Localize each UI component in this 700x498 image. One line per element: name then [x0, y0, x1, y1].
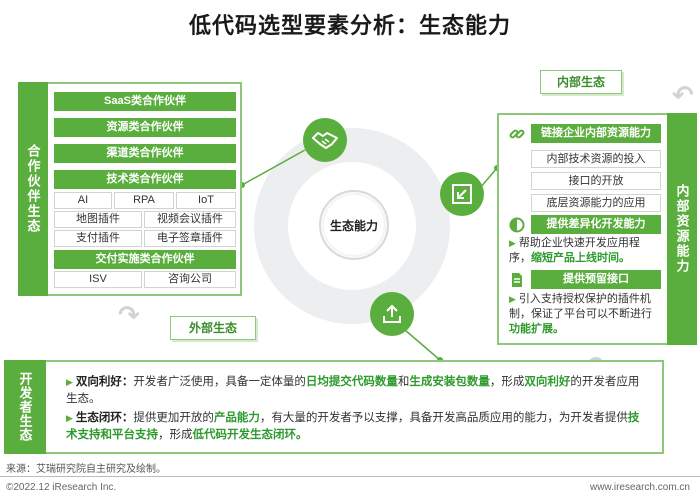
delivery-item: ISV	[54, 271, 142, 288]
tech-item: 视频会议插件	[144, 211, 236, 228]
internal-resource-band: 内部资源能力	[667, 113, 697, 345]
link-icon	[507, 124, 527, 143]
external-ecosystem-tag: 外部生态	[170, 316, 256, 340]
differentiation-text: ▶帮助企业快速开发应用程序，缩短产品上线时间。	[509, 237, 640, 264]
partner-ecosystem-band: 合作伙伴生态	[18, 82, 48, 296]
bullet-icon: ▶	[66, 413, 73, 423]
source-note: 来源：艾瑞研究院自主研究及绘制。	[6, 464, 166, 475]
category-channel: 渠道类合作伙伴	[54, 144, 236, 163]
contrast-icon	[507, 215, 527, 234]
reserved-interface-text: ▶引入支持授权保护的插件机制，保证了平台可以不断进行功能扩展。	[509, 293, 652, 335]
mutual-benefit-text: ▶双向利好：开发者广泛使用，具备一定体量的日均提交代码数量和生成安装包数量，形成…	[66, 376, 640, 405]
tech-item: 地图插件	[54, 211, 142, 228]
tech-item: IoT	[176, 192, 236, 209]
internal-ecosystem-tag: 内部生态	[540, 70, 622, 94]
ecosystem-loop-text: ▶生态闭环：提供更加开放的产品能力，有大量的开发者予以支撑，具备开发高品质应用的…	[66, 412, 640, 441]
page-title: 低代码选型要素分析：生态能力	[188, 13, 511, 38]
curved-arrow-icon: ↶	[672, 80, 694, 110]
bullet-icon: ▶	[509, 238, 516, 248]
category-saas: SaaS类合作伙伴	[54, 92, 236, 111]
tech-item: 支付插件	[54, 230, 142, 247]
category-resource: 资源类合作伙伴	[54, 118, 236, 137]
footer-divider	[0, 476, 700, 477]
link-resources-header: 链接企业内部资源能力	[531, 124, 661, 143]
tech-item: RPA	[114, 192, 174, 209]
category-delivery: 交付实施类合作伙伴	[54, 250, 236, 269]
delivery-item: 咨询公司	[144, 271, 236, 288]
document-icon	[507, 270, 527, 289]
resource-item: 内部技术资源的投入	[531, 150, 661, 168]
resource-item: 底层资源能力的应用	[531, 194, 661, 212]
developer-ecosystem-band: 开发者生态	[4, 360, 46, 454]
category-tech: 技术类合作伙伴	[54, 170, 236, 189]
reserved-interface-header: 提供预留接口	[531, 270, 661, 289]
center-label: 生态能力	[329, 218, 378, 233]
footer-url: www.iresearch.com.cn	[589, 482, 690, 493]
tech-item: 电子签章插件	[144, 230, 236, 247]
upload-icon	[370, 292, 414, 336]
bullet-icon: ▶	[509, 294, 516, 304]
differentiation-header: 提供差异化开发能力	[531, 215, 661, 234]
bullet-icon: ▶	[66, 377, 73, 387]
tech-item: AI	[54, 192, 112, 209]
developer-ecosystem-panel	[4, 360, 664, 454]
resource-item: 接口的开放	[531, 172, 661, 190]
handshake-icon	[303, 118, 347, 162]
expand-arrow-icon	[440, 172, 484, 216]
center-node: 生态能力	[324, 195, 384, 255]
curved-arrow-icon: ↷	[118, 300, 140, 330]
copyright: ©2022.12 iResearch Inc.	[6, 482, 117, 493]
